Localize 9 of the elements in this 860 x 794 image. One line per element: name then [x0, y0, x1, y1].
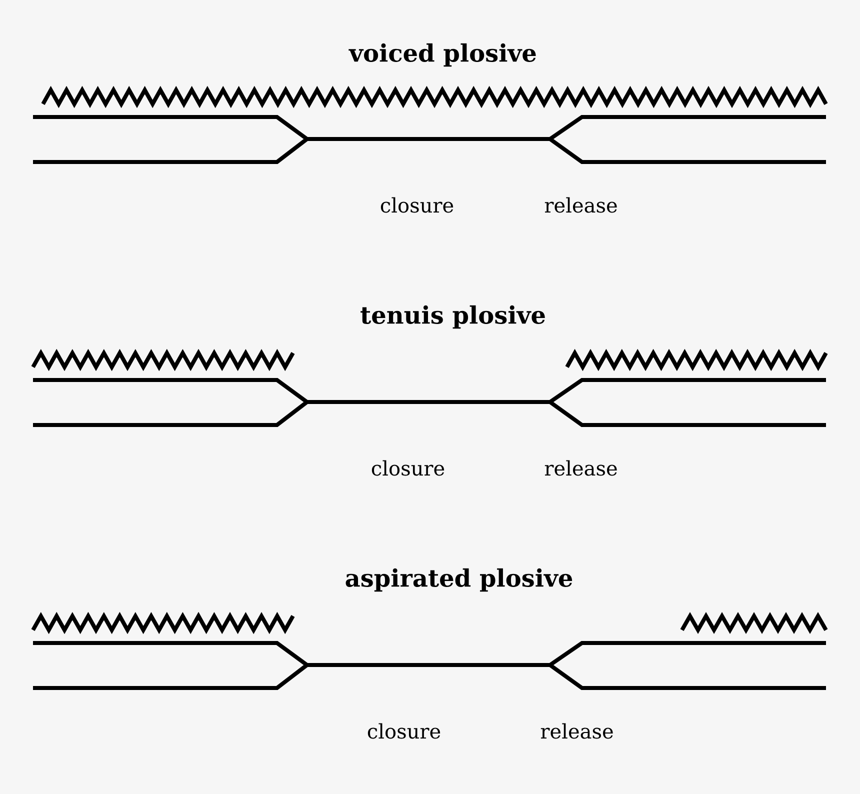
phase-label: closure — [372, 460, 444, 476]
phase-label: closure — [380, 197, 454, 213]
phase-label: release — [540, 723, 613, 739]
panel-heading: voiced plosive — [348, 43, 536, 67]
panel-heading: aspirated plosive — [346, 568, 572, 592]
panel-heading: tenuis plosive — [360, 305, 545, 329]
phase-label: release — [544, 197, 617, 213]
phase-label: closure — [368, 723, 440, 739]
phase-label: release — [544, 460, 617, 476]
